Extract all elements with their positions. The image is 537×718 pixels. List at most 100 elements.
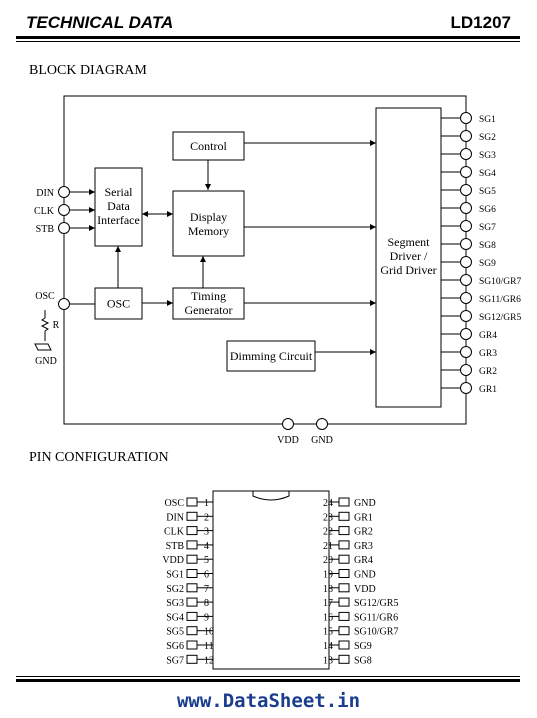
pkg-pin-num-9: 9 <box>204 612 209 623</box>
serial-memory-head-l <box>142 211 148 217</box>
pkg-pin-num-7: 7 <box>204 584 209 595</box>
pkg-pin-name-9: SG4 <box>166 612 184 623</box>
input-arrow-stb-head <box>89 225 95 231</box>
pkg-pin-num-4: 4 <box>204 541 209 552</box>
pin-label-sg8: SG8 <box>479 241 496 251</box>
pin-label-sg6: SG6 <box>479 205 496 215</box>
pin-stb <box>58 222 70 234</box>
pkg-pin-18 <box>338 583 350 593</box>
pkg-pin-9 <box>186 611 198 621</box>
pin-label-gr3: GR3 <box>479 349 497 359</box>
pkg-pin-name-10: SG5 <box>166 627 184 638</box>
pkg-pin-num-13: 13 <box>323 655 333 666</box>
serial-label-line-2: Interface <box>97 213 140 227</box>
display-label-line-1: Memory <box>188 224 229 238</box>
pin-sg10-gr7 <box>460 274 472 286</box>
memory-to-driver-arrow-head <box>370 224 376 230</box>
pin-sg7 <box>460 220 472 232</box>
pkg-pin-6 <box>186 569 198 578</box>
pkg-pin-num-17: 17 <box>323 598 333 609</box>
pkg-pin-1 <box>186 497 198 507</box>
pkg-pin-name-1: OSC <box>165 498 185 509</box>
pkg-pin-num-8: 8 <box>204 598 209 609</box>
serial-data-interface-block <box>94 167 143 247</box>
pin-gr1 <box>460 382 472 394</box>
pin-label-sg10-gr7: SG10/GR7 <box>479 277 521 287</box>
pkg-pin-name-23: GR1 <box>354 512 373 523</box>
pkg-pin-num-14: 14 <box>323 641 333 652</box>
pin-sg9 <box>460 256 472 268</box>
pkg-pin-name-21: GR3 <box>354 541 373 552</box>
pin-label-clk: CLK <box>34 206 55 217</box>
pkg-pin-num-20: 20 <box>323 555 333 566</box>
pin-sg3 <box>460 148 472 160</box>
pin-label-sg2: SG2 <box>479 133 496 143</box>
pin-sg8 <box>460 238 472 250</box>
pkg-pin-8 <box>186 597 198 607</box>
pin-config-heading: PIN CONFIGURATION <box>29 450 169 465</box>
pkg-pin-name-18: VDD <box>354 584 376 595</box>
pkg-pin-name-14: SG9 <box>354 641 372 652</box>
pkg-pin-name-22: GR2 <box>354 527 373 538</box>
pkg-pin-name-16: SG11/GR6 <box>354 612 398 623</box>
pkg-pin-20 <box>338 554 350 564</box>
resistor-symbol <box>40 317 50 332</box>
pkg-pin-name-19: GND <box>354 570 376 581</box>
pin-label-gr2: GR2 <box>479 367 497 377</box>
segment-grid-driver-block <box>375 107 442 408</box>
pkg-pin-name-24: GND <box>354 498 376 509</box>
pin-label-sg1: SG1 <box>479 115 496 125</box>
control-to-memory-arrow-head <box>205 184 211 190</box>
pkg-pin-4 <box>186 540 198 550</box>
pkg-pin-num-10: 10 <box>204 627 214 638</box>
timing-to-driver-arrow-head <box>370 300 376 306</box>
pkg-pin-num-16: 16 <box>323 612 333 623</box>
pin-clk <box>58 204 70 216</box>
timing-label-line-0: Timing <box>191 289 226 303</box>
pin-label-gr4: GR4 <box>479 331 497 341</box>
pkg-pin-num-12: 12 <box>204 655 214 666</box>
pkg-pin-name-6: SG1 <box>166 570 184 581</box>
pin-label-sg4: SG4 <box>479 169 496 179</box>
pkg-pin-name-15: SG10/GR7 <box>354 627 398 638</box>
pin-label-sg9: SG9 <box>479 259 496 269</box>
pkg-pin-7 <box>186 583 198 593</box>
display-memory-block <box>172 190 245 257</box>
pkg-pin-name-2: DIN <box>166 512 184 523</box>
pin-label-gr1: GR1 <box>479 385 497 395</box>
header-rule-thin <box>16 41 520 42</box>
pin-label-sg12-gr5: SG12/GR5 <box>479 313 521 323</box>
pkg-pin-num-1: 1 <box>204 498 209 509</box>
pkg-pin-12 <box>186 654 198 664</box>
timing-label-line-1: Generator <box>185 303 233 317</box>
header-rule <box>16 36 520 39</box>
pkg-pin-24 <box>338 497 350 507</box>
pin-osc <box>58 298 70 310</box>
ground-symbol <box>34 343 52 351</box>
pkg-pin-num-2: 2 <box>204 512 209 523</box>
control-label-line-0: Control <box>190 139 227 153</box>
pin-label-sg3: SG3 <box>479 151 496 161</box>
dimming-to-driver-arrow-head <box>370 349 376 355</box>
serial-memory-head-r <box>167 211 173 217</box>
pin-gr2 <box>460 364 472 376</box>
pkg-pin-name-12: SG7 <box>166 655 184 666</box>
pkg-pin-name-8: SG3 <box>166 598 184 609</box>
pkg-pin-16 <box>338 611 350 621</box>
pin-sg2 <box>460 130 472 142</box>
pkg-pin-num-23: 23 <box>323 512 333 523</box>
footer-rule-thin <box>16 676 520 677</box>
pkg-pin-num-6: 6 <box>204 570 209 581</box>
osc-to-serial-arrow-head <box>115 246 121 252</box>
dimming-label-line-0: Dimming Circuit <box>230 349 313 363</box>
pkg-pin-22 <box>338 526 350 536</box>
header-title: TECHNICAL DATA <box>26 13 174 32</box>
pkg-pin-name-4: STB <box>166 541 185 552</box>
pin-label-sg11-gr6: SG11/GR6 <box>479 295 521 305</box>
pin-gr3 <box>460 346 472 358</box>
pkg-pin-name-20: GR4 <box>354 555 373 566</box>
dimming-circuit-block <box>226 340 316 372</box>
pkg-pin-name-17: SG12/GR5 <box>354 598 398 609</box>
pkg-pin-13 <box>338 654 350 664</box>
